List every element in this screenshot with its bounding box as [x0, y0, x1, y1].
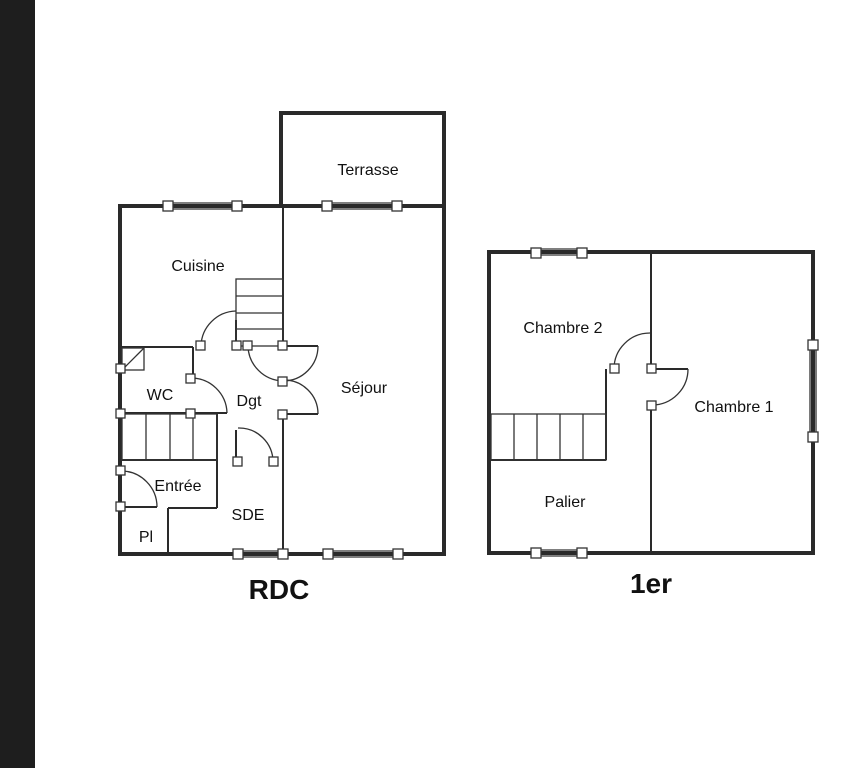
- door-marker: [115, 363, 126, 374]
- window-marker: [807, 431, 819, 443]
- door-cuisine: [200, 310, 237, 347]
- window-marker: [277, 548, 289, 560]
- door-dgt: [247, 345, 284, 382]
- left-dark-border: [0, 0, 35, 768]
- window-marker: [231, 200, 243, 212]
- door-wc: [190, 377, 228, 414]
- door-marker: [277, 376, 288, 387]
- door-marker: [195, 340, 206, 351]
- level-title-1er: 1er: [630, 568, 672, 599]
- wc-fixture: [121, 347, 145, 371]
- window-marker: [391, 200, 403, 212]
- etage-plan: Chambre 2 Chambre 1 Palier 1er: [487, 247, 819, 599]
- door-sde: [237, 427, 274, 463]
- window-marker: [392, 548, 404, 560]
- door-marker: [609, 363, 620, 374]
- room-label-sejour: Séjour: [341, 380, 388, 397]
- window-marker: [232, 548, 244, 560]
- door-chambre1: [651, 368, 689, 406]
- stair-etage: [490, 413, 607, 461]
- window-marker: [576, 247, 588, 259]
- door-marker: [268, 456, 279, 467]
- door-marker: [277, 340, 288, 351]
- door-marker: [185, 373, 196, 384]
- door-chambre2: [613, 332, 651, 370]
- room-label-chambre2: Chambre 2: [523, 320, 602, 337]
- room-label-terrasse: Terrasse: [337, 162, 398, 179]
- room-label-dgt: Dgt: [237, 393, 262, 410]
- terrasse-wall: [279, 111, 446, 208]
- door-sejour-1: [282, 345, 319, 382]
- room-label-chambre1: Chambre 1: [694, 399, 773, 416]
- door-marker: [646, 400, 657, 411]
- door-marker: [231, 340, 242, 351]
- door-marker: [277, 409, 288, 420]
- door-marker: [232, 456, 243, 467]
- door-sejour-2: [282, 379, 319, 415]
- window-marker: [576, 547, 588, 559]
- level-title-rdc: RDC: [249, 574, 310, 605]
- room-label-palier: Palier: [545, 494, 587, 511]
- wc-fixture-diag: [121, 347, 145, 371]
- window-marker: [162, 200, 174, 212]
- room-label-sde: SDE: [232, 507, 265, 524]
- door-marker: [115, 465, 126, 476]
- room-label-pl: Pl: [139, 529, 153, 546]
- room-label-wc: WC: [147, 387, 174, 404]
- door-marker: [646, 363, 657, 374]
- window-marker: [321, 200, 333, 212]
- window-marker: [807, 339, 819, 351]
- window-marker: [530, 247, 542, 259]
- rdc-plan: Terrasse Cuisine WC Dgt Séjour Entrée SD…: [115, 111, 446, 605]
- door-entree: [120, 470, 158, 508]
- door-marker: [115, 408, 126, 419]
- door-marker: [242, 340, 253, 351]
- door-marker: [115, 501, 126, 512]
- room-label-cuisine: Cuisine: [171, 258, 224, 275]
- room-label-entree: Entrée: [154, 478, 201, 495]
- door-marker: [185, 408, 196, 419]
- window-marker: [322, 548, 334, 560]
- window-marker: [530, 547, 542, 559]
